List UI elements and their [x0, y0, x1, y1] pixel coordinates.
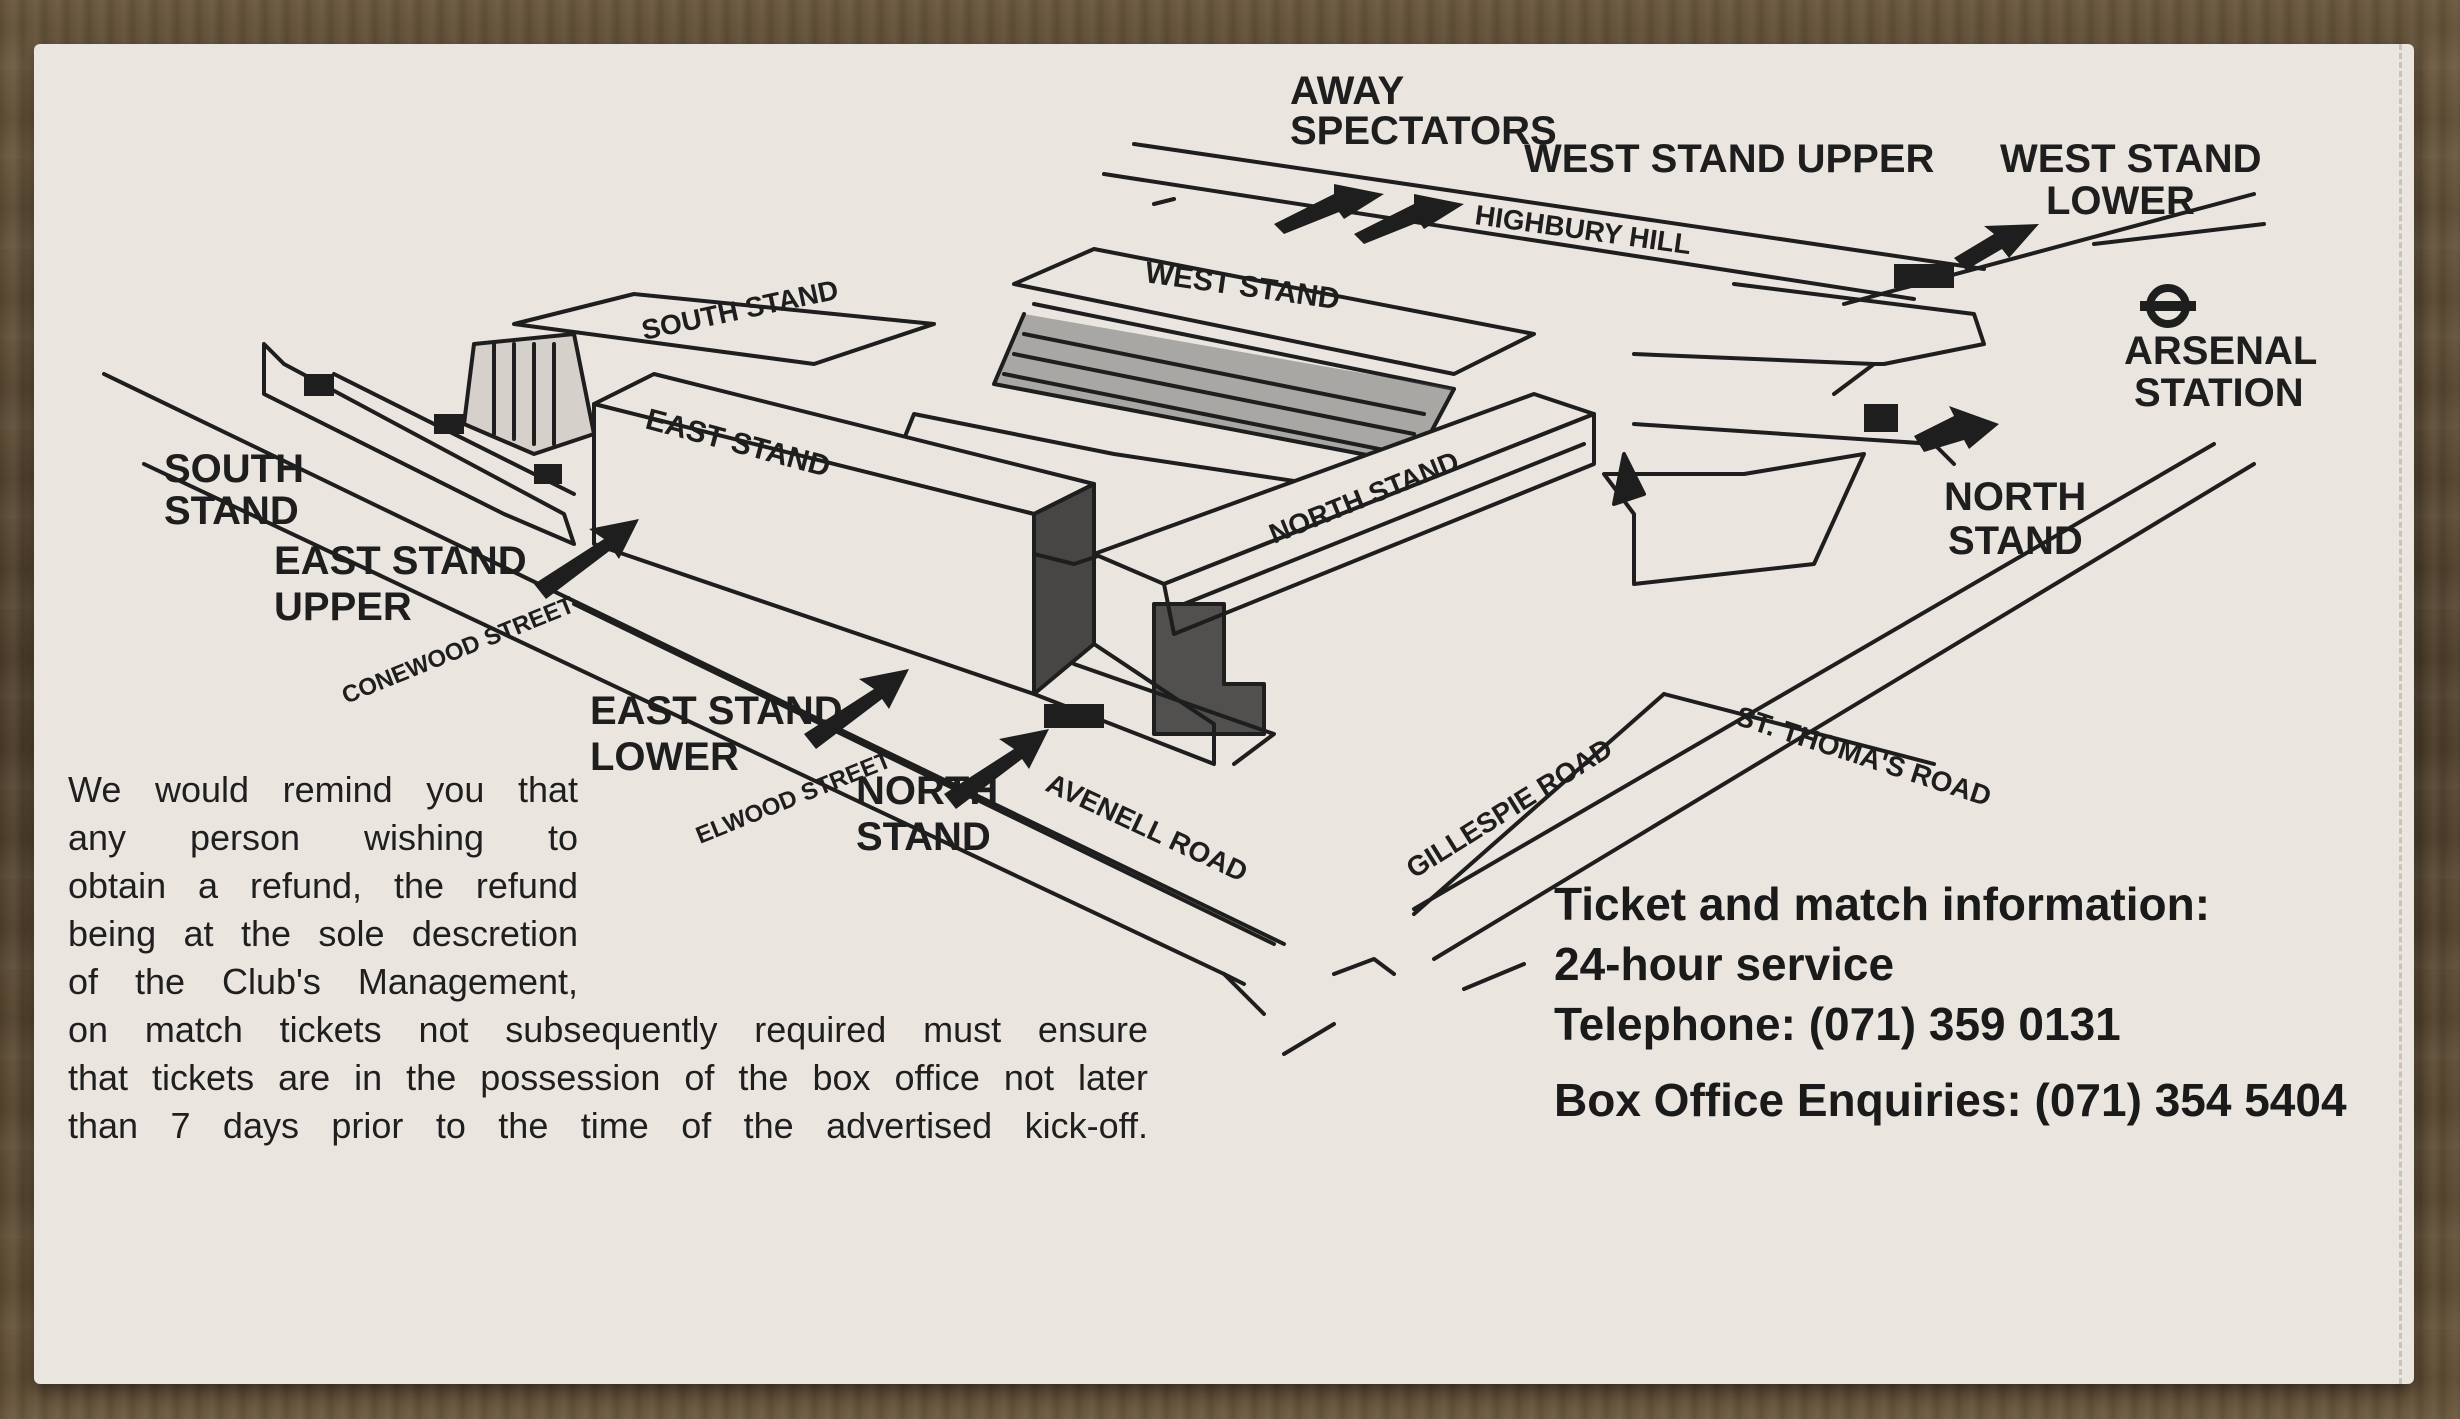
stadium — [462, 247, 1646, 766]
label-east-stand-upper-1: EAST STAND — [274, 539, 527, 583]
turnstile-marker — [534, 464, 562, 484]
label-west-stand-lower-2: LOWER — [2046, 179, 2195, 223]
entry-markers — [304, 264, 1954, 728]
underground-roundel-icon — [2140, 284, 2196, 328]
west-stand-row — [1022, 332, 1426, 416]
notice-line: of the Club's Management, — [68, 961, 578, 1002]
turnstile-marker — [1044, 704, 1104, 728]
label-north-stand-right-1: NORTH — [1944, 475, 2086, 519]
turnstile-marker — [434, 414, 464, 434]
refund-notice-wide: on match tickets not subsequently requir… — [68, 1006, 1148, 1150]
street-edge — [1222, 972, 1266, 1016]
east-stand-end — [1032, 482, 1096, 696]
arrow-east-stand-upper — [534, 519, 639, 599]
label-south-stand-2: STAND — [164, 489, 299, 533]
street-edge — [2092, 222, 2266, 246]
contact-info: Ticket and match information: 24-hour se… — [1554, 874, 2347, 1130]
label-east-stand-lower-1: EAST STAND — [590, 689, 843, 733]
notice-line: We would remind you that — [68, 769, 578, 810]
street-edge — [1152, 197, 1176, 206]
label-north-stand-right-2: STAND — [1948, 519, 2083, 563]
street-edge — [1662, 692, 1936, 766]
arrow-away-spectators-2 — [1354, 194, 1464, 244]
notice-line: being at the sole descretion — [68, 913, 578, 954]
refund-notice-column: We would remind you that any person wish… — [68, 766, 578, 1006]
turnstile-marker — [304, 374, 334, 396]
turnstile-marker — [1894, 264, 1954, 288]
west-stand-roof — [1012, 247, 1536, 376]
north-stand-base — [1072, 662, 1276, 766]
south-stand-roof — [512, 292, 936, 366]
west-stand-row — [1002, 372, 1406, 456]
label-west-stand-upper: WEST STAND UPPER — [1524, 137, 1935, 181]
street-edge — [1282, 1022, 1336, 1056]
label-east-stand-lower-2: LOWER — [590, 735, 739, 779]
ticket-card-back: AWAY SPECTATORS WEST STAND UPPER WEST ST… — [34, 44, 2414, 1384]
label-arsenal-2: STATION — [2134, 371, 2304, 415]
street-edge — [1462, 962, 1526, 991]
label-north-stand-entry-1: NORTH — [856, 769, 998, 813]
south-stand-block — [462, 332, 596, 456]
label-west-stand-lower-1: WEST STAND — [2000, 137, 2261, 181]
street-edge — [1102, 172, 1916, 301]
arrow-west-stand-lower — [1954, 224, 2039, 270]
notice-line: on match tickets not subsequently requir… — [68, 1009, 1148, 1050]
terrace-block — [1632, 422, 1956, 466]
label-away-1: AWAY — [1290, 69, 1404, 113]
street-edge — [102, 372, 1286, 946]
arrow-east-stand-lower — [804, 669, 909, 749]
info-service: 24-hour service — [1554, 938, 1895, 990]
entry-arrows — [534, 184, 2039, 809]
arrow-north-stand-entry — [944, 729, 1049, 809]
street-edge — [1412, 442, 2216, 911]
notice-line: obtain a refund, the refund — [68, 865, 578, 906]
turnstile-marker — [1864, 404, 1898, 432]
street-edge — [1132, 142, 1986, 271]
label-east-stand-upper-2: UPPER — [274, 585, 412, 629]
terrace-block — [1632, 352, 1876, 396]
notice-line: any person wishing to — [68, 817, 578, 858]
arrow-away-spectators — [1274, 184, 1384, 234]
notice-line: that tickets are in the possession of th… — [68, 1057, 1148, 1098]
west-stand-row — [1012, 352, 1416, 436]
street-edge — [1332, 957, 1396, 976]
label-arsenal-1: ARSENAL — [2124, 329, 2317, 373]
label-away-2: SPECTATORS — [1290, 109, 1557, 153]
street-edge — [1432, 462, 2256, 961]
arrow-north-stand-right — [1914, 406, 1999, 452]
terrace-block — [1732, 282, 1986, 366]
north-stand-row — [1182, 442, 1586, 606]
street-lines — [102, 142, 2266, 1016]
info-title: Ticket and match information: — [1554, 878, 2211, 930]
street-edge — [1412, 692, 1666, 916]
label-south-stand-1: SOUTH — [164, 447, 304, 491]
north-stand-end — [1612, 452, 1646, 506]
stadium-map: AWAY SPECTATORS WEST STAND UPPER WEST ST… — [102, 69, 2317, 1056]
street-edge — [572, 602, 1276, 946]
refund-notice: We would remind you that any person wish… — [68, 766, 1148, 1150]
north-stand-corner — [1152, 602, 1266, 736]
label-north-stand-entry-2: STAND — [856, 815, 991, 859]
west-stand-roof-edge — [1032, 302, 1456, 391]
info-box-office: Box Office Enquiries: (071) 354 5404 — [1554, 1074, 2347, 1126]
info-telephone: Telephone: (071) 359 0131 — [1554, 998, 2121, 1050]
terrace-block — [1602, 452, 1866, 586]
notice-line: than 7 days prior to the time of the adv… — [68, 1105, 1148, 1146]
south-stand-lines — [492, 342, 556, 446]
